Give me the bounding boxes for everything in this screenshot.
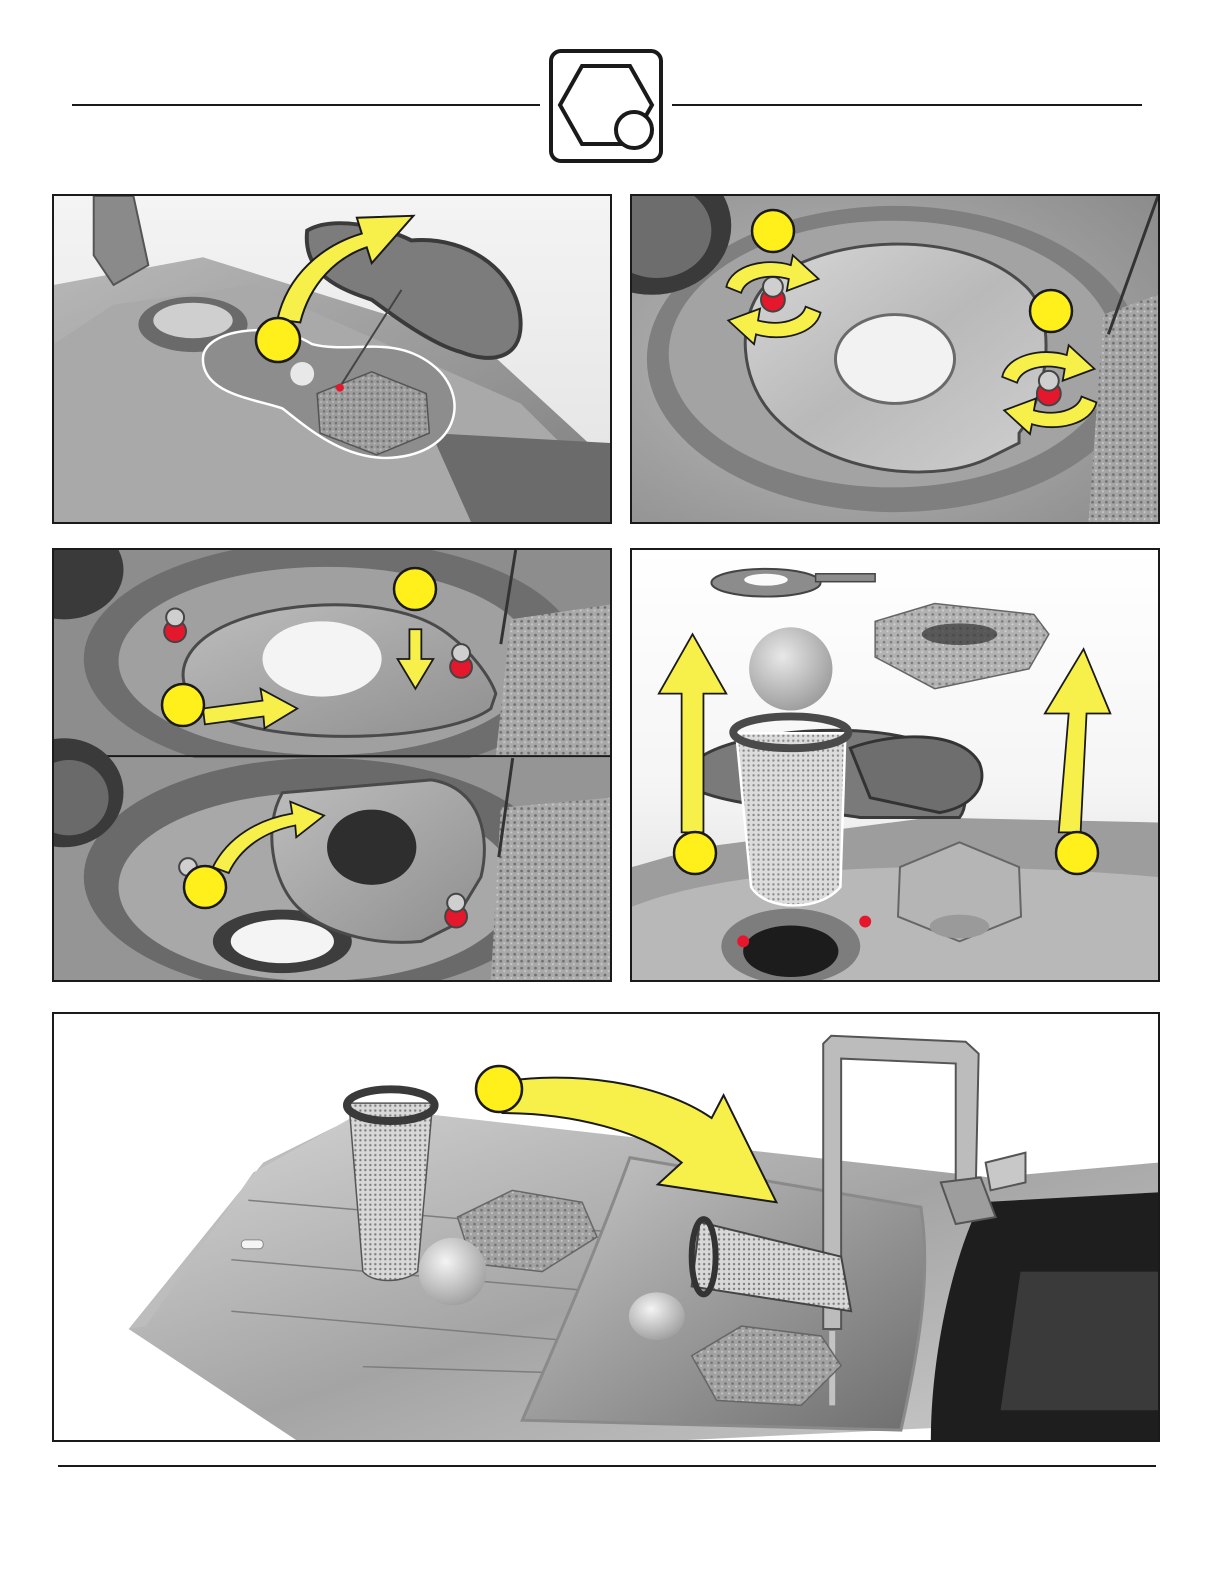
footer-rule (58, 1465, 1156, 1467)
step-callout-lift-plate (182, 864, 228, 910)
step-panel-open-lid (52, 194, 612, 524)
step-panel-unscrew-knobs (630, 194, 1160, 524)
step-callout-unscrew-left (750, 208, 796, 254)
header-rule-left (72, 104, 540, 106)
hexagon-circle-maintenance-icon (548, 48, 664, 164)
step-callout-lift-right (1054, 830, 1100, 876)
callout-marker-icon (474, 1064, 524, 1114)
callout-marker-icon (182, 864, 228, 910)
step-panel-wash-in-sink (52, 1012, 1160, 1442)
step-callout-push-plate (160, 682, 206, 728)
header-rule-right (672, 104, 1142, 106)
callout-marker-icon (1054, 830, 1100, 876)
callout-marker-icon (392, 566, 438, 612)
step-panel-lift-out-filters (630, 548, 1160, 982)
callout-marker-icon (160, 682, 206, 728)
maintenance-symbol (548, 48, 664, 164)
callout-marker-icon (750, 208, 796, 254)
step-callout-press-down (392, 566, 438, 612)
callout-marker-icon (672, 830, 718, 876)
step-callout-unscrew-right (1028, 288, 1074, 334)
step-panel-rotate-and-remove-plate (52, 548, 612, 982)
callout-marker-icon (1028, 288, 1074, 334)
callout-marker-icon (254, 316, 302, 364)
step-callout-open-lid (254, 316, 302, 364)
step-callout-lift-left (672, 830, 718, 876)
step-callout-wash (474, 1064, 524, 1114)
